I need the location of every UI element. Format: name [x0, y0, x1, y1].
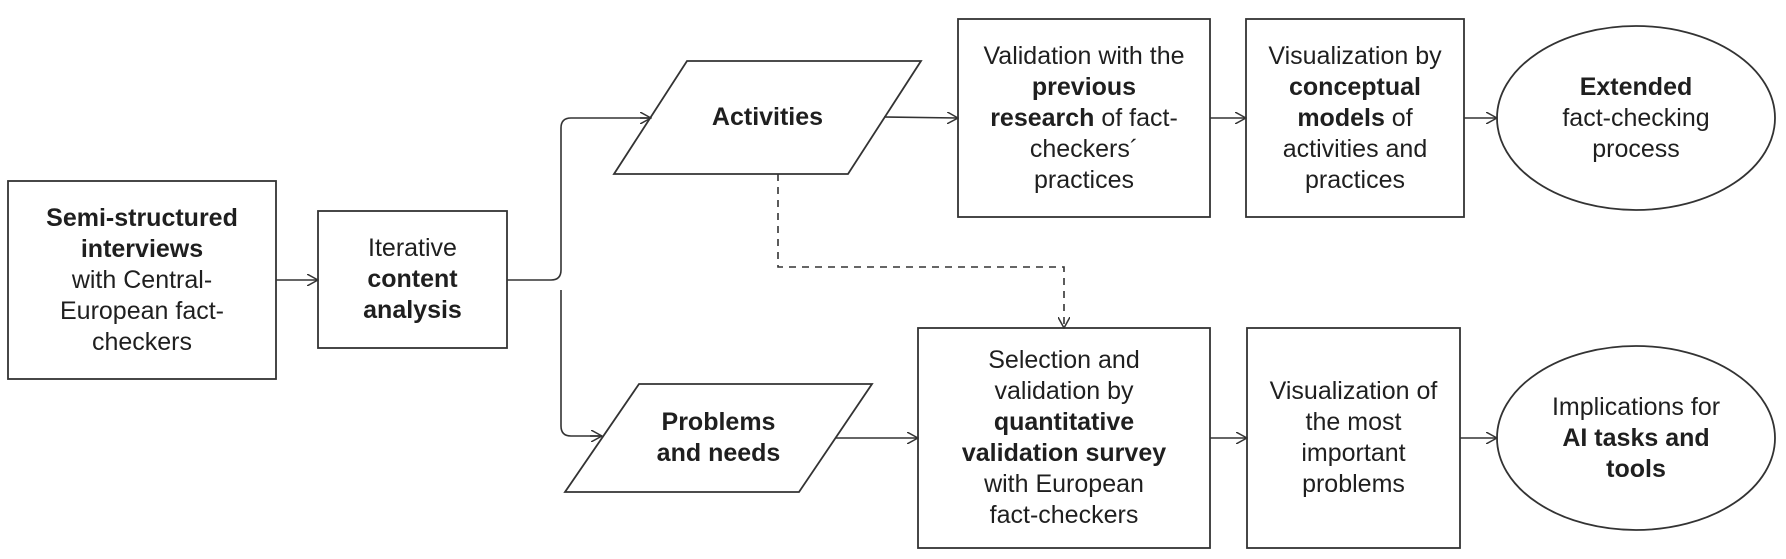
validation-prev-text-2: of fact- checkers´ practices	[1029, 103, 1178, 194]
visualization-problems-text: Visualization of the most important prob…	[1269, 377, 1438, 498]
interviews-label: Semi-structured interviews with Central-…	[8, 181, 276, 379]
validation-prev-bold: previous research	[990, 72, 1137, 132]
interviews-bold: Semi-structured interviews	[46, 203, 238, 263]
analysis-label: Iterative content analysis	[318, 211, 507, 348]
visualization-models-text-1: Visualization by	[1268, 41, 1442, 70]
arrow-activities-to-validation	[883, 117, 958, 118]
validation-prev-text-1: Validation with the	[983, 41, 1185, 70]
visualization-models-bold: conceptual models	[1289, 72, 1421, 132]
interviews-text: with Central- European fact- checkers	[60, 265, 224, 356]
selection-bold: quantitative validation survey	[961, 408, 1167, 467]
problems-shape	[563, 383, 874, 493]
visualization-problems-label: Visualization of the most important prob…	[1247, 328, 1460, 548]
analysis-text: Iterative	[368, 234, 457, 262]
extended-bold: Extended	[1579, 72, 1693, 101]
activities-shape	[612, 60, 923, 175]
visualization-problems-box	[1246, 327, 1461, 549]
split-bracket	[507, 117, 651, 437]
selection-text-1: Selection and validation by	[988, 346, 1140, 405]
implications-text: Implications for	[1551, 392, 1721, 421]
implications-bold: AI tasks and tools	[1562, 423, 1710, 483]
analysis-box	[317, 210, 508, 349]
visualization-models-label: Visualization by conceptual models of ac…	[1246, 19, 1464, 217]
interviews-box	[7, 180, 277, 380]
dashed-link-activities-to-selection	[777, 174, 1064, 328]
validation-prev-label: Validation with the previous research of…	[958, 19, 1210, 217]
extended-text: fact-checking process	[1562, 103, 1710, 163]
activities-bold: Activities	[711, 103, 824, 131]
problems-label: Problems and needs	[590, 384, 847, 492]
extended-label: Extended fact-checking process	[1497, 26, 1775, 210]
selection-text-2: with European fact-checkers	[984, 470, 1144, 529]
analysis-bold: content analysis	[363, 265, 462, 324]
activities-label: Activities	[640, 61, 895, 174]
selection-label: Selection and validation by quantitative…	[918, 328, 1210, 548]
implications-label: Implications for AI tasks and tools	[1497, 346, 1775, 530]
visualization-models-text-2: of activities and practices	[1282, 103, 1428, 194]
problems-bold: Problems and needs	[656, 408, 781, 467]
